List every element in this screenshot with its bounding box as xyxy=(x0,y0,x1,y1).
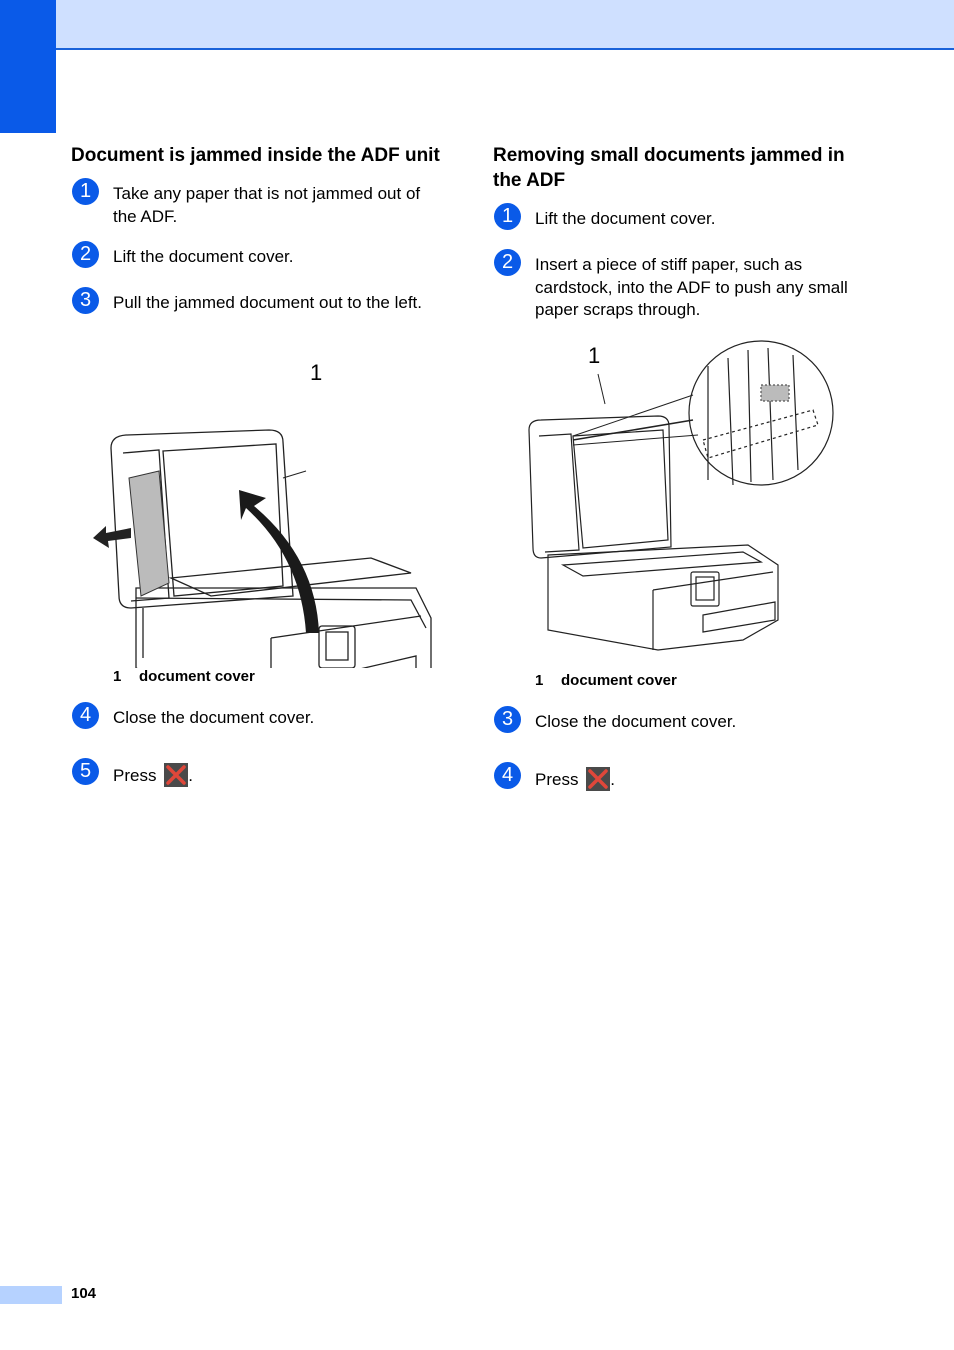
figure-caption: 1 document cover xyxy=(535,672,868,689)
right-column: Removing small documents jammed in the A… xyxy=(493,143,868,813)
step-text: Close the document cover. xyxy=(113,708,315,727)
step-number-badge: 4 xyxy=(72,702,99,729)
header-band xyxy=(0,0,954,50)
page-number: 104 xyxy=(71,1285,97,1302)
footer-tab xyxy=(0,1286,62,1304)
caption-number: 1 xyxy=(113,668,122,685)
printer-illustration-left: 1 xyxy=(71,338,446,734)
right-step-2: 2 Insert a piece of stiff paper, such as… xyxy=(493,249,868,322)
left-step-1: 1 Take any paper that is not jammed out … xyxy=(71,178,446,228)
step-text: Lift the document cover. xyxy=(113,247,294,266)
caption-label: document cover xyxy=(139,668,255,685)
step-number-badge: 3 xyxy=(72,287,99,314)
step-text: Insert a piece of stiff paper, such as c… xyxy=(535,255,848,319)
left-step-2: 2 Lift the document cover. xyxy=(71,241,446,274)
printer-illustration-right: 1 xyxy=(493,339,868,672)
right-step-1: 1 Lift the document cover. xyxy=(493,203,868,236)
caption-number: 1 xyxy=(535,671,544,689)
step-text: Pull the jammed document out to the left… xyxy=(113,293,423,312)
left-step-5: 5 Press . xyxy=(71,758,446,791)
step-text: Press xyxy=(113,766,157,785)
callout-number: 1 xyxy=(310,360,323,385)
step-text: Close the document cover. xyxy=(535,711,737,731)
step-number-badge: 3 xyxy=(494,705,521,733)
left-step-4: 4 Close the document cover. xyxy=(71,702,446,735)
step-suffix: . xyxy=(188,766,193,785)
step-number-badge: 2 xyxy=(72,241,99,268)
right-step-3: 3 Close the document cover. xyxy=(493,705,868,739)
right-step-4: 4 Press . xyxy=(493,761,868,795)
step-text: Take any paper that is not jammed out of… xyxy=(113,184,421,226)
left-step-3: 3 Pull the jammed document out to the le… xyxy=(71,287,446,320)
step-number-badge: 1 xyxy=(494,203,521,230)
caption-label: document cover xyxy=(561,671,677,689)
step-number-badge: 2 xyxy=(494,249,521,276)
stop-x-icon xyxy=(164,763,189,787)
callout-number: 1 xyxy=(588,342,601,368)
printer-cardstock-illustration xyxy=(528,339,834,651)
step-number-badge: 1 xyxy=(72,178,99,205)
step-text: Lift the document cover. xyxy=(535,209,716,228)
step-number-badge: 5 xyxy=(72,758,99,785)
chapter-tab xyxy=(0,0,56,133)
left-column: Document is jammed inside the ADF unit 1… xyxy=(71,143,446,809)
printer-cover-open-illustration xyxy=(93,429,432,734)
figure-caption: 1 document cover xyxy=(113,668,446,685)
step-suffix: . xyxy=(610,769,615,789)
step-number-badge: 4 xyxy=(494,761,521,789)
left-heading: Document is jammed inside the ADF unit xyxy=(71,145,440,166)
right-heading: Removing small documents jammed in the A… xyxy=(493,145,845,191)
stop-x-icon xyxy=(586,766,611,791)
step-text: Press xyxy=(535,769,579,789)
